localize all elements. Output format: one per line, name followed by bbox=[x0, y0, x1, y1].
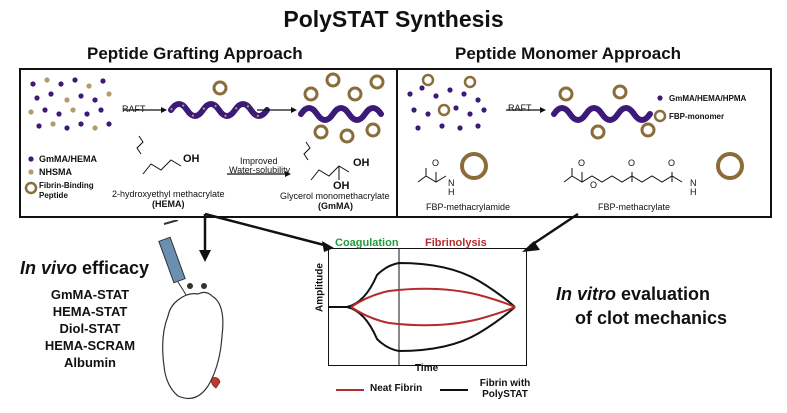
list-item: Albumin bbox=[64, 355, 116, 370]
list-item: Diol-STAT bbox=[59, 321, 121, 336]
page-title: PolySTAT Synthesis bbox=[283, 6, 504, 32]
legend-fbp-monomer: FBP-monomer bbox=[669, 112, 725, 121]
fbp-methacrylamide-structure bbox=[417, 168, 447, 183]
hema-abbr: (HEMA) bbox=[152, 199, 185, 209]
polystat-curve-lower bbox=[329, 306, 516, 353]
syringe-icon bbox=[158, 220, 189, 299]
chart-xlabel: Time bbox=[415, 363, 439, 374]
coagulation-label: Coagulation bbox=[335, 237, 399, 249]
hema-name: 2-hydroxyethyl methacrylate bbox=[112, 189, 225, 199]
amide-n: N bbox=[448, 178, 455, 188]
ester-n: N bbox=[690, 178, 697, 188]
gmma-oh-top: OH bbox=[353, 157, 370, 169]
teg-chart bbox=[328, 248, 527, 366]
chart-ylabel: Amplitude bbox=[314, 263, 326, 312]
hema-oh: OH bbox=[183, 153, 200, 165]
legend-gmma-hema-hpma: GmMA/HEMA/HPMA bbox=[669, 94, 747, 103]
neat-fibrin-curve-upper bbox=[350, 287, 516, 308]
amide-o: O bbox=[432, 158, 440, 168]
ester-o1: O bbox=[578, 158, 586, 168]
mouse-body bbox=[162, 291, 224, 399]
legend-gmma-hema: GmMA/HEMA bbox=[39, 154, 97, 164]
fbp-methacrylamide-label: FBP-methacrylamide bbox=[426, 202, 511, 212]
gmma-abbr: (GmMA) bbox=[318, 201, 353, 211]
legend-nhsma-dot bbox=[28, 169, 34, 175]
ester-h: H bbox=[690, 187, 697, 197]
ester-o2: O bbox=[590, 180, 598, 190]
fibrin-binding-peptide-icon bbox=[212, 80, 228, 96]
ester-o3: O bbox=[628, 158, 636, 168]
gmma-name: Glycerol monomethacrylate bbox=[280, 191, 390, 201]
monomer-dots bbox=[28, 77, 112, 131]
list-item: HEMA-SCRAM bbox=[44, 338, 136, 353]
legend-gmma-hema-hpma-dot bbox=[657, 95, 663, 101]
gmma-structure bbox=[303, 141, 350, 181]
grafting-scheme bbox=[24, 72, 385, 195]
legend-gmma-hema-dot bbox=[28, 156, 34, 162]
in-vitro-subheading: of clot mechanics bbox=[575, 308, 728, 328]
fbp-peptide-icon bbox=[716, 152, 744, 180]
legend-fbp-monomer-icon bbox=[653, 109, 667, 123]
improved-label: Improved bbox=[240, 156, 278, 166]
chart-legend-lines bbox=[336, 389, 468, 391]
in-vitro-heading: In vitro evaluation bbox=[556, 284, 711, 304]
monomer-dots bbox=[407, 73, 487, 131]
gmma-oh-bottom: OH bbox=[333, 180, 350, 192]
legend-peptide-icon bbox=[24, 181, 38, 195]
fbp-peptide-icon bbox=[460, 152, 488, 180]
right-panel-heading: Peptide Monomer Approach bbox=[455, 44, 682, 63]
legend-nhsma: NHSMA bbox=[39, 167, 72, 177]
list-item: GmMA-STAT bbox=[50, 287, 130, 302]
ester-o4: O bbox=[668, 158, 676, 168]
legend-fibrin-binding-peptide: Fibrin-Binding Peptide bbox=[39, 181, 94, 200]
legend-fibrin-with-polystat: Fibrin with PolySTAT bbox=[479, 378, 531, 400]
polymer-chain bbox=[168, 101, 270, 119]
monomer-scheme bbox=[407, 73, 744, 183]
hema-structure bbox=[136, 135, 182, 175]
fbp-methacrylate-structure bbox=[563, 168, 683, 183]
grafted-polymer bbox=[298, 105, 384, 123]
polystat-curve-upper bbox=[329, 261, 516, 308]
in-vivo-heading: In vivo efficacy bbox=[20, 258, 150, 278]
tail-wound-icon bbox=[211, 377, 221, 389]
list-item: HEMA-STAT bbox=[52, 304, 128, 319]
polymer-chain bbox=[551, 105, 653, 123]
legend-neat-fibrin: Neat Fibrin bbox=[370, 383, 423, 394]
fbp-methacrylate-label: FBP-methacrylate bbox=[598, 202, 671, 212]
peptide-monomer-panel: RAFT GmMA/HEMA/HPMA FBP-monomer O N H O … bbox=[396, 68, 772, 218]
raft-label-left: RAFT bbox=[122, 104, 146, 114]
water-solubility-label: Water-solubility bbox=[229, 165, 291, 175]
peptide-grafting-panel: RAFT GmMA/HEMA NHSMA Fibrin-Binding Pept… bbox=[19, 68, 398, 218]
left-panel-heading: Peptide Grafting Approach bbox=[87, 44, 303, 63]
fibrinolysis-label: Fibrinolysis bbox=[425, 237, 487, 249]
mouse-illustration bbox=[158, 220, 224, 399]
amide-h: H bbox=[448, 187, 455, 197]
neat-fibrin-curve-lower bbox=[350, 306, 516, 327]
in-vivo-list: GmMA-STAT HEMA-STAT Diol-STAT HEMA-SCRAM… bbox=[40, 286, 140, 371]
teg-curves bbox=[329, 249, 516, 365]
raft-label-right: RAFT bbox=[508, 103, 532, 113]
